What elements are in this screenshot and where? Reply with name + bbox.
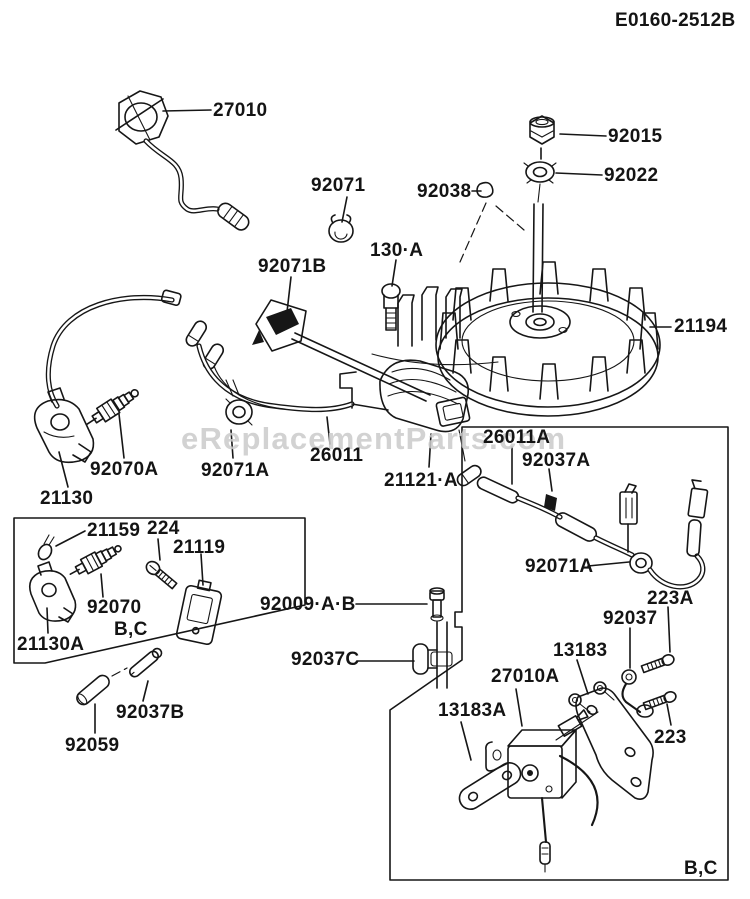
part-label-92059: 92059 — [65, 735, 120, 756]
part-label-21119: 21119 — [173, 537, 226, 558]
part-label-92071: 92071 — [311, 175, 366, 196]
part-label-92070a: 92070A — [90, 459, 159, 480]
part-label-21130: 21130 — [40, 488, 94, 509]
part-label-92071a-right: 92071A — [525, 556, 594, 577]
part-label-223a: 223A — [647, 588, 694, 609]
part-label-223: 223 — [654, 727, 687, 748]
bolt-130a-drawing — [381, 283, 401, 331]
part-label-130a: 130·A — [370, 240, 424, 261]
part-label-13183a: 13183A — [438, 700, 507, 721]
plate-13183a-drawing — [458, 762, 522, 810]
part-label-92015: 92015 — [608, 126, 663, 147]
part-label-21194: 21194 — [674, 316, 728, 337]
coil-rod-drawing — [291, 332, 431, 402]
plug-cap-21130-drawing — [33, 387, 95, 464]
solenoid-27010a-drawing — [485, 709, 599, 873]
tube-92059-drawing — [76, 674, 110, 706]
part-label-92037b: 92037B — [116, 702, 185, 723]
part-label-92009ab: 92009·A·B — [260, 594, 356, 615]
part-label-92071a-left: 92071A — [201, 460, 270, 481]
part-label-92071b: 92071B — [258, 256, 327, 277]
part-label-26011a: 26011A — [483, 427, 551, 448]
plug-cap-21130a-drawing — [28, 561, 77, 623]
igniter-21119-drawing — [175, 579, 223, 646]
stator-drawing — [339, 286, 499, 409]
section-tag-bc-big: B,C — [684, 858, 718, 879]
part-label-21130a: 21130A — [17, 634, 85, 655]
clamp-92037c-drawing — [412, 621, 453, 689]
grommet-92071-drawing — [328, 214, 354, 243]
stop-switch-drawing — [115, 90, 250, 231]
woodruff-key-drawing — [459, 181, 525, 263]
part-label-92022: 92022 — [604, 165, 659, 186]
bulb-21159-drawing — [37, 534, 55, 561]
harness-26011a-drawing — [456, 464, 709, 590]
part-label-27010: 27010 — [213, 100, 268, 121]
part-label-21121a: 21121·A — [384, 470, 458, 491]
screw-224-drawing — [145, 560, 178, 590]
part-label-13183: 13183 — [553, 640, 608, 661]
spark-plug-92070a-drawing — [86, 388, 139, 426]
flywheel-drawing — [435, 261, 661, 417]
leader-lines — [46, 109, 672, 761]
section-tag-bc-small: B,C — [114, 619, 148, 640]
drawing-number: E0160-2512B — [615, 10, 736, 31]
part-label-26011: 26011 — [310, 445, 364, 466]
bolt-92009-drawing — [429, 587, 445, 622]
bracket-13183-drawing — [575, 687, 654, 800]
nut-drawing — [529, 115, 555, 145]
part-label-92037a: 92037A — [522, 450, 591, 471]
part-label-27010a: 27010A — [491, 666, 560, 687]
part-label-21159: 21159 — [87, 520, 141, 541]
plug-wire-drawing — [45, 289, 182, 409]
washer-drawing — [523, 161, 557, 184]
part-label-92037c: 92037C — [291, 649, 360, 670]
part-label-92037: 92037 — [603, 608, 658, 629]
part-label-92070: 92070 — [87, 597, 142, 618]
screw-223-drawing — [642, 691, 677, 711]
part-label-224: 224 — [147, 518, 180, 539]
bracket-92071b-drawing — [252, 299, 307, 352]
watermark: eReplacementParts.com — [181, 421, 567, 456]
crankshaft-drawing — [532, 147, 544, 313]
screw-223a-drawing — [640, 654, 675, 674]
pin-92037b-drawing — [129, 647, 163, 678]
grommet-92071a-left-drawing — [225, 379, 253, 426]
part-label-92038: 92038 — [417, 181, 472, 202]
ignition-coil-drawing — [379, 359, 471, 462]
spark-plug-group-box — [13, 517, 306, 664]
pin-axis-dash — [111, 667, 128, 677]
control-group-box — [389, 426, 729, 881]
harness-26011-drawing — [185, 320, 389, 413]
clamp-92037-drawing — [621, 669, 654, 718]
spark-plug-92070-drawing — [69, 544, 122, 575]
